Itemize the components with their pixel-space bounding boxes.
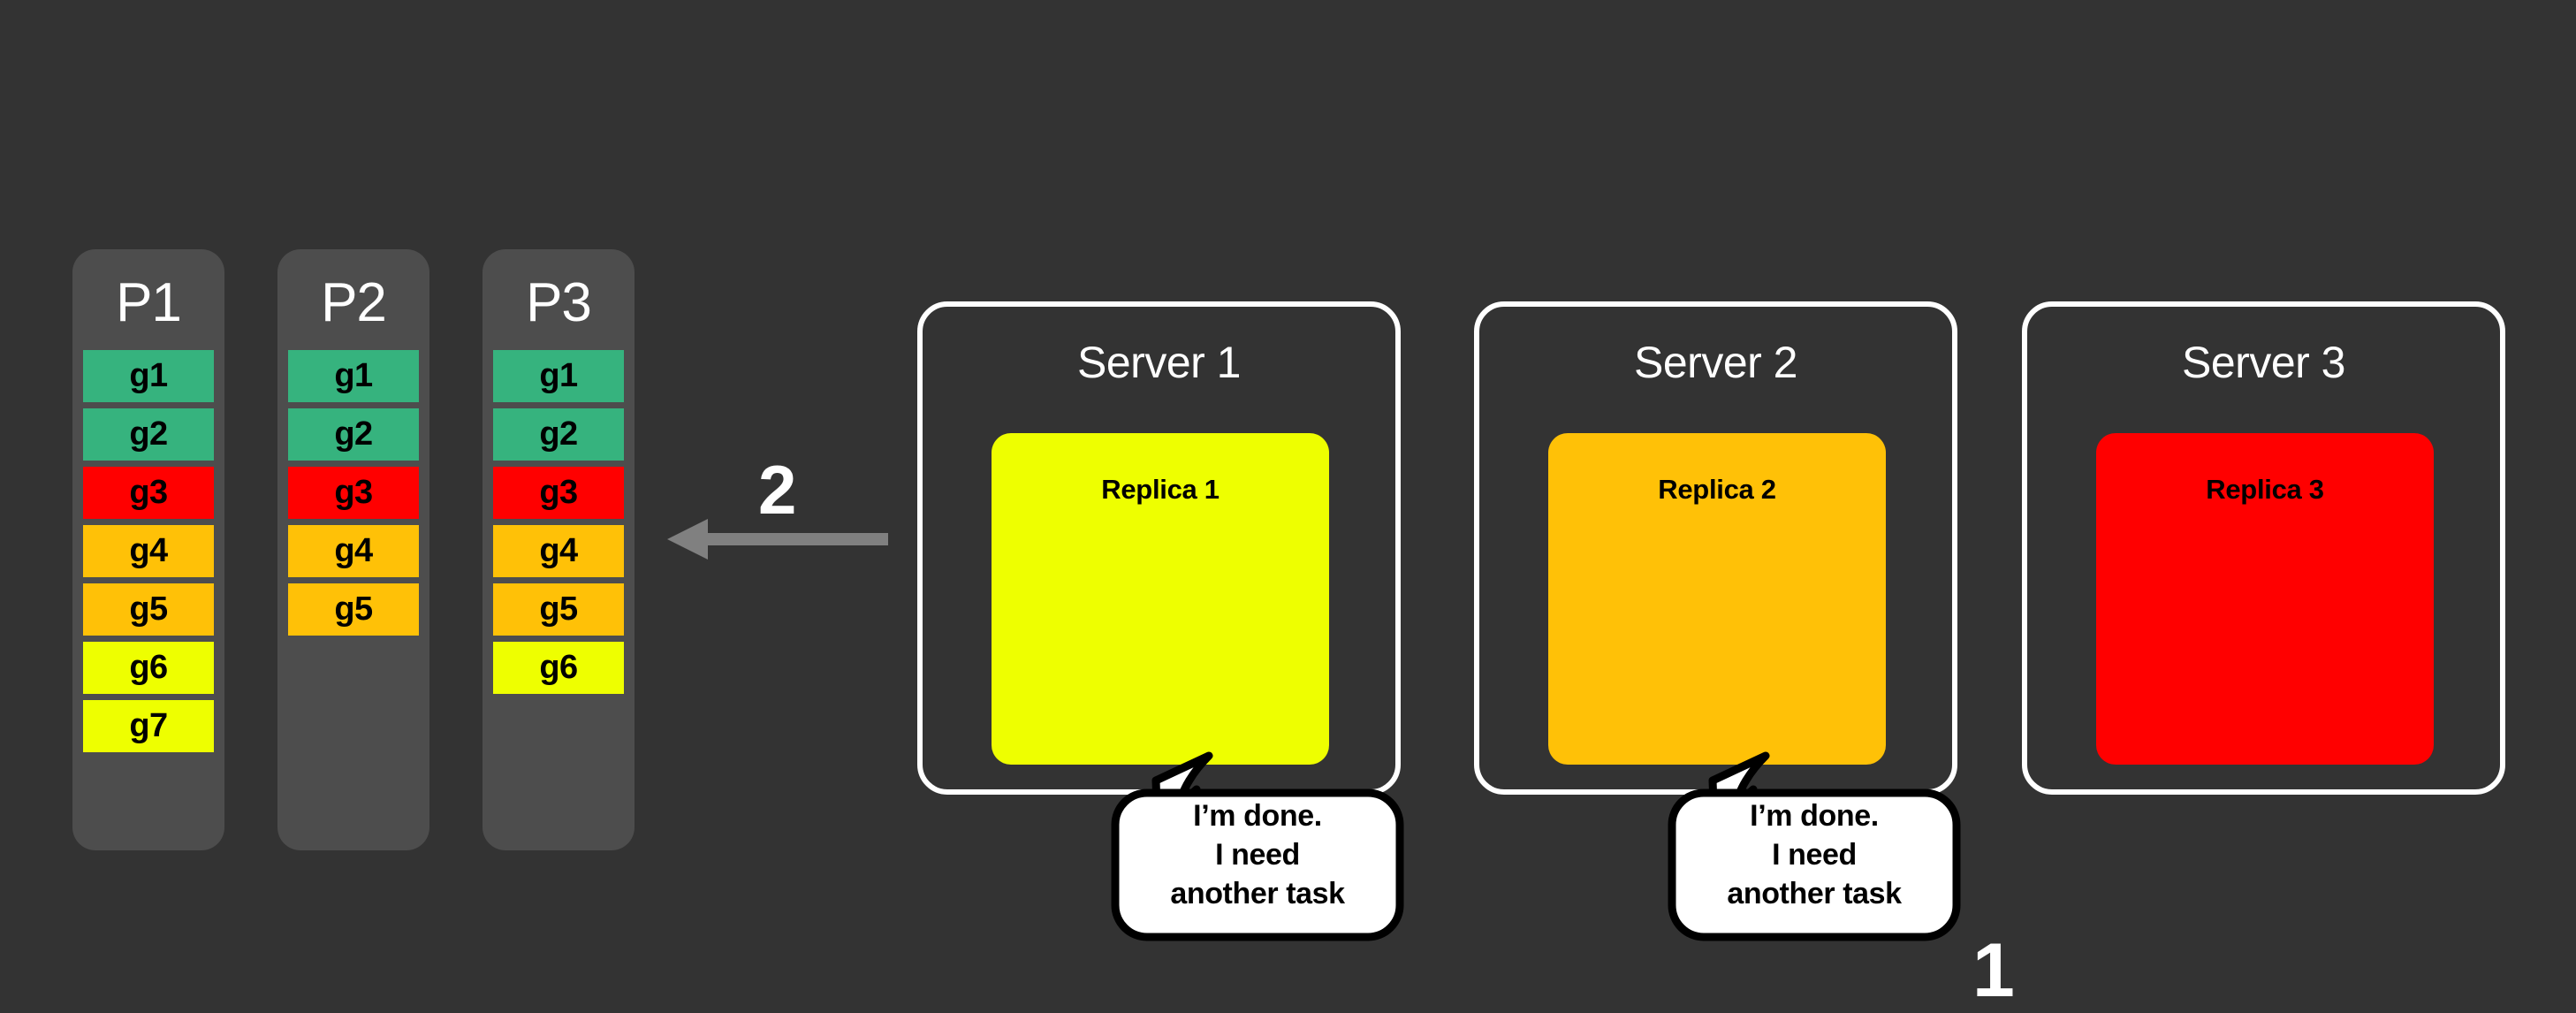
speech-bubble-server-1[interactable]: I’m done. I need another task (1111, 751, 1404, 941)
partition-cell[interactable]: g6 (83, 642, 214, 694)
partition-cell[interactable]: g1 (288, 350, 419, 402)
partition-cell-list: g1 g2 g3 g4 g5 (288, 350, 419, 636)
partition-cell[interactable]: g2 (83, 408, 214, 461)
replica-label: Replica 3 (2206, 474, 2324, 505)
speech-bubble-text: I’m done. I need another task (1727, 799, 1902, 911)
partition-cell-list: g1 g2 g3 g4 g5 g6 g7 (83, 350, 214, 752)
partition-cell[interactable]: g3 (493, 467, 624, 519)
partition-title: P2 (321, 272, 387, 333)
partition-cell[interactable]: g3 (83, 467, 214, 519)
partition-cell[interactable]: g5 (83, 583, 214, 636)
replica-box-2[interactable]: Replica 2 (1548, 433, 1886, 765)
partition-cell[interactable]: g2 (493, 408, 624, 461)
partition-cell[interactable]: g4 (493, 525, 624, 577)
partition-title: P3 (526, 272, 592, 333)
replica-box-1[interactable]: Replica 1 (992, 433, 1329, 765)
partition-title: P1 (116, 272, 182, 333)
partition-cell-list: g1 g2 g3 g4 g5 g6 (493, 350, 624, 694)
server-title: Server 2 (1634, 338, 1797, 387)
partition-cell[interactable]: g5 (288, 583, 419, 636)
flow-arrow-left (667, 517, 888, 561)
partition-cell[interactable]: g2 (288, 408, 419, 461)
speech-bubble-text: I’m done. I need another task (1170, 799, 1345, 911)
partition-column-p1[interactable]: P1 g1 g2 g3 g4 g5 g6 g7 (72, 249, 224, 850)
server-title: Server 1 (1077, 338, 1241, 387)
step-2-label: 2 (758, 451, 797, 529)
partition-cell[interactable]: g5 (493, 583, 624, 636)
partition-cell[interactable]: g7 (83, 700, 214, 752)
partition-column-p3[interactable]: P3 g1 g2 g3 g4 g5 g6 (483, 249, 635, 850)
server-box-3[interactable]: Server 3 (2022, 301, 2505, 795)
arrow-left-icon (667, 519, 888, 560)
step-1-label: 1 (1972, 928, 2015, 1013)
server-title: Server 3 (2182, 338, 2345, 387)
speech-bubble-shape (1668, 751, 1961, 941)
partition-cell[interactable]: g3 (288, 467, 419, 519)
partition-cell[interactable]: g4 (288, 525, 419, 577)
partition-column-p2[interactable]: P2 g1 g2 g3 g4 g5 (277, 249, 429, 850)
partition-cell[interactable]: g4 (83, 525, 214, 577)
partition-cell[interactable]: g1 (83, 350, 214, 402)
replica-label: Replica 1 (1101, 474, 1220, 505)
speech-bubble-shape (1111, 751, 1404, 941)
partition-cell[interactable]: g6 (493, 642, 624, 694)
replica-label: Replica 2 (1658, 474, 1776, 505)
speech-bubble-server-2[interactable]: I’m done. I need another task (1668, 751, 1961, 941)
replica-box-3[interactable]: Replica 3 (2096, 433, 2434, 765)
partition-cell[interactable]: g1 (493, 350, 624, 402)
